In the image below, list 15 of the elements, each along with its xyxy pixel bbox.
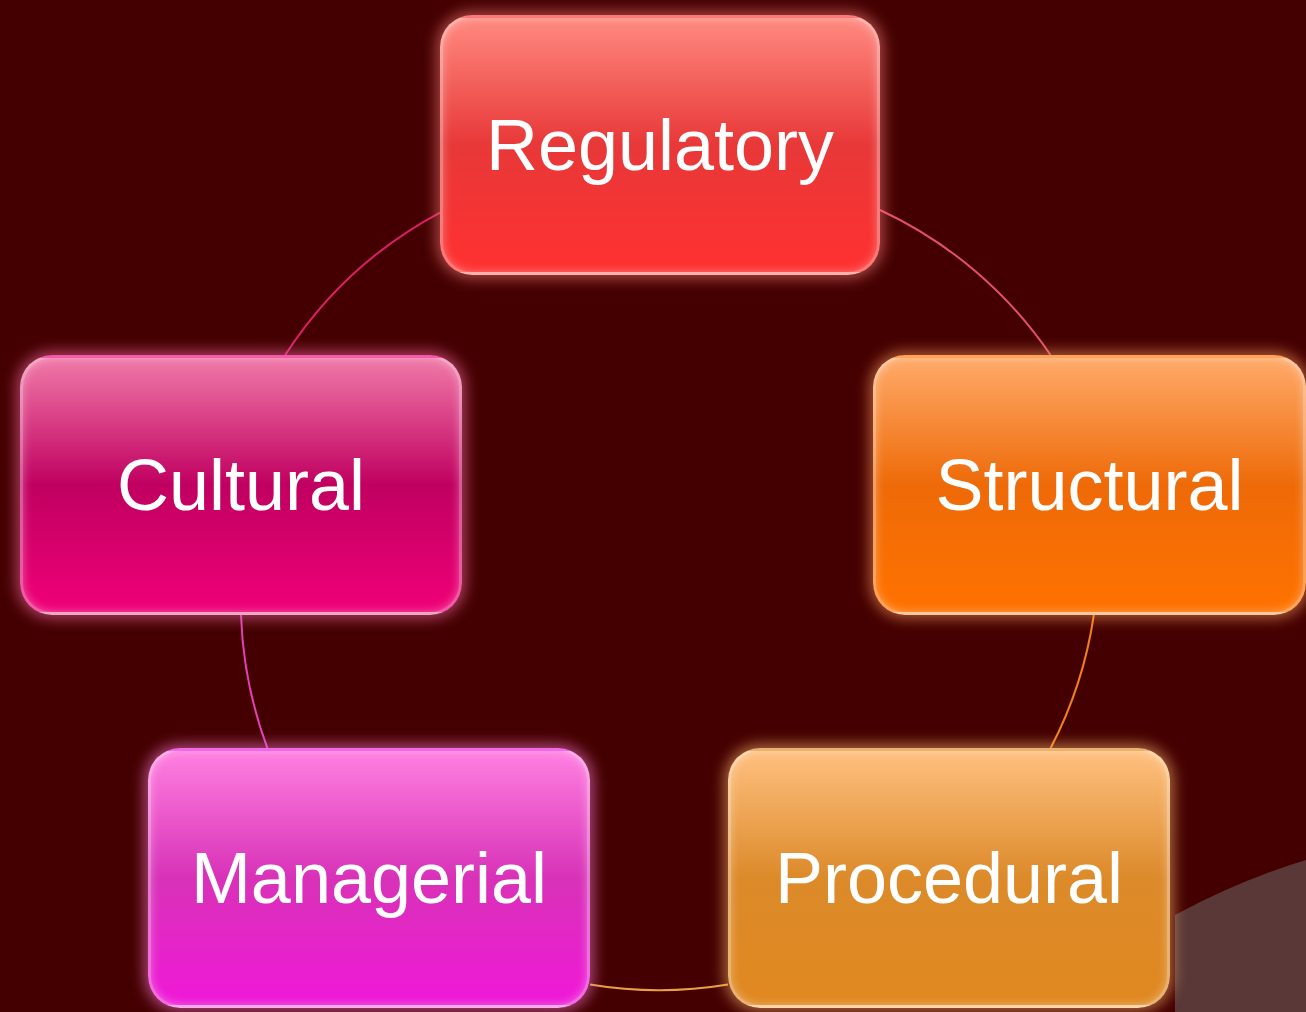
process-box (148, 748, 590, 1008)
connector-arc (879, 209, 1052, 356)
connector-arc (240, 614, 269, 749)
process-box (440, 15, 880, 275)
box-label: Cultural (116, 444, 366, 526)
box-label: Managerial (190, 837, 548, 919)
process-box (20, 355, 462, 615)
box-label: Regulatory (485, 104, 835, 186)
process-box (873, 355, 1306, 615)
process-box (728, 748, 1170, 1008)
connector-arc (1049, 614, 1095, 749)
connector-arc (284, 211, 441, 356)
connector-arc (589, 983, 729, 992)
box-label: Structural (935, 444, 1244, 526)
box-label: Procedural (774, 837, 1124, 919)
